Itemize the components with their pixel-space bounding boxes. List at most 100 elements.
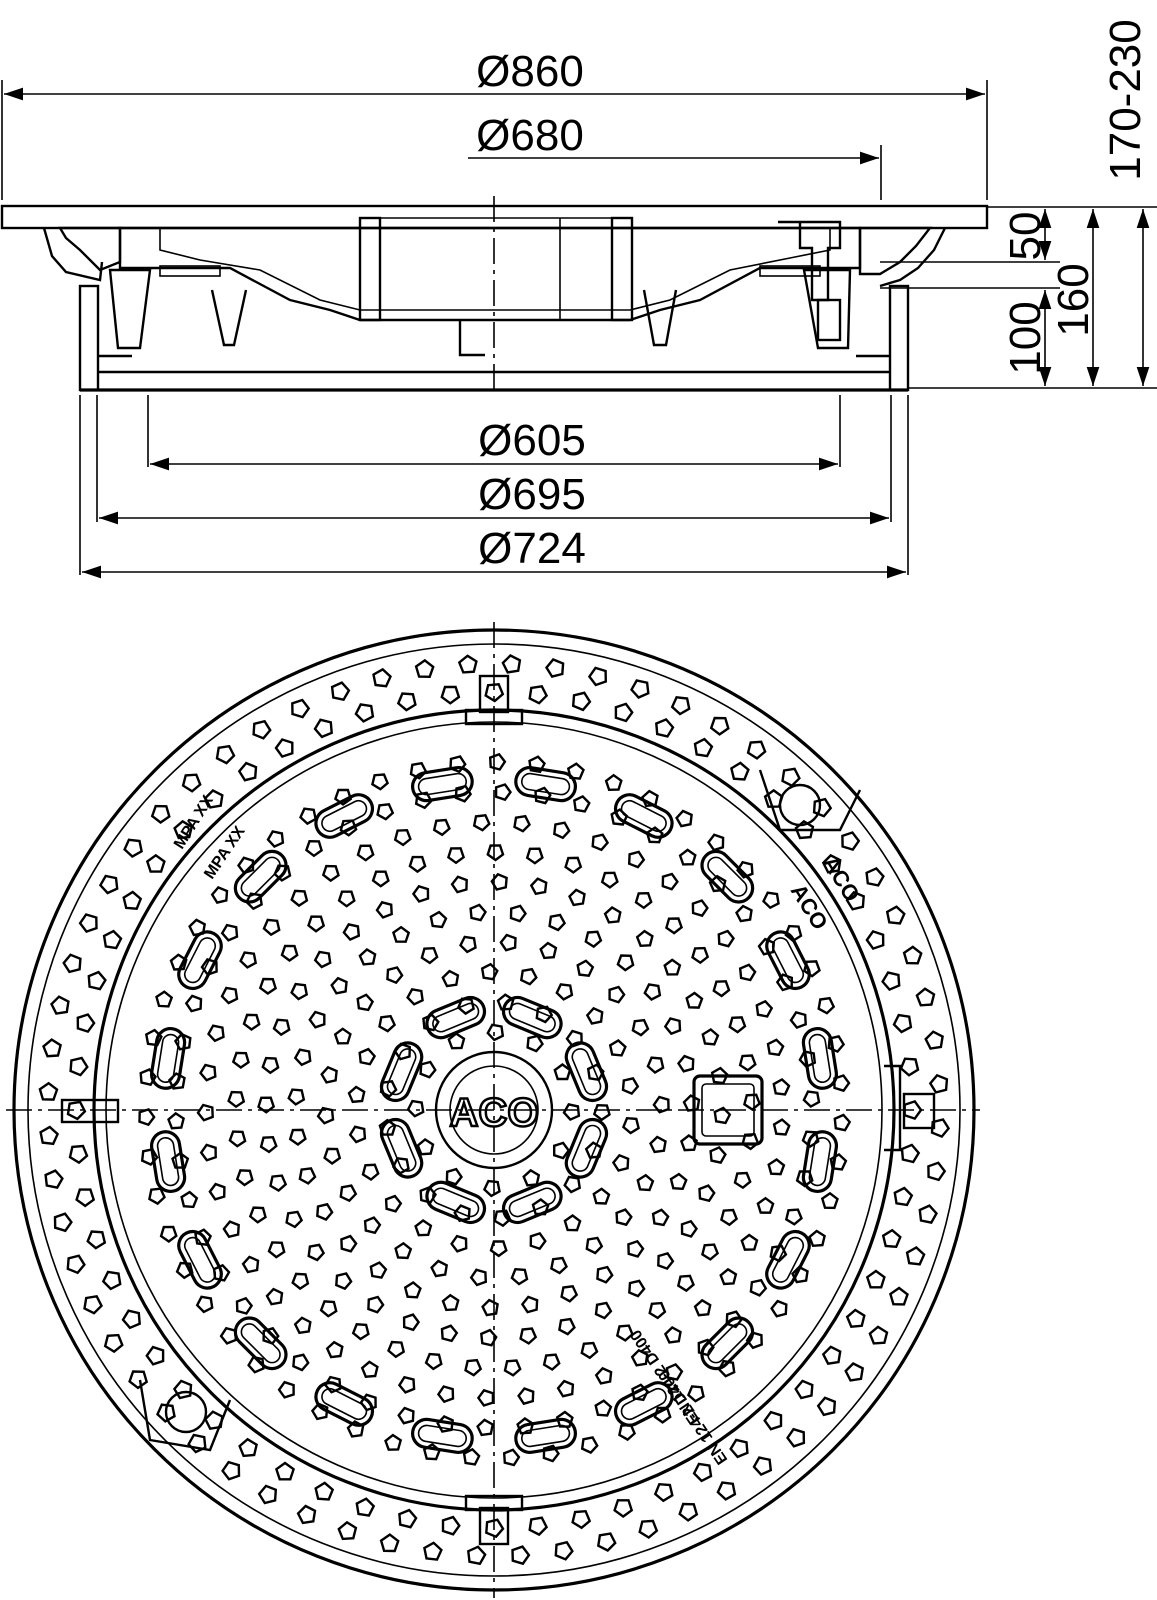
pattern-pentagon bbox=[440, 1324, 459, 1343]
pattern-pentagon bbox=[763, 1410, 783, 1431]
pattern-pentagon bbox=[614, 702, 634, 723]
pattern-pentagon bbox=[563, 1175, 582, 1194]
pattern-pentagon bbox=[762, 891, 780, 910]
pattern-pentagon bbox=[258, 977, 278, 995]
pattern-pentagon bbox=[631, 1018, 650, 1037]
pattern-pentagon bbox=[893, 1186, 914, 1207]
pattern-pentagon bbox=[194, 1228, 213, 1247]
pattern-pentagon bbox=[436, 1385, 455, 1404]
pattern-pentagon bbox=[691, 946, 710, 965]
pattern-pentagon bbox=[829, 1153, 848, 1171]
pattern-pentagon bbox=[698, 1184, 716, 1203]
pattern-pentagon bbox=[608, 1039, 627, 1057]
pattern-pentagon bbox=[257, 1484, 278, 1505]
pattern-pentagon bbox=[316, 1202, 334, 1221]
pattern-pentagon bbox=[616, 954, 635, 972]
pattern-pentagon bbox=[307, 1243, 326, 1262]
pattern-pentagon bbox=[237, 856, 255, 875]
pattern-pentagon bbox=[488, 752, 507, 771]
pattern-pentagon bbox=[180, 1190, 199, 1209]
vent-slot bbox=[613, 793, 674, 839]
pattern-pentagon bbox=[525, 847, 544, 865]
pattern-pentagon bbox=[424, 1352, 443, 1371]
pattern-pentagon bbox=[269, 1174, 288, 1192]
pattern-pentagon bbox=[918, 1204, 938, 1224]
dim-100: 100 bbox=[1001, 301, 1050, 374]
pattern-pentagon bbox=[653, 1406, 672, 1424]
pattern-pentagon bbox=[630, 1348, 649, 1367]
pattern-pentagon bbox=[397, 1406, 415, 1425]
pattern-pentagon bbox=[39, 1125, 60, 1146]
pattern-pentagon bbox=[195, 1295, 214, 1314]
pattern-pentagon bbox=[794, 819, 815, 840]
pattern-pentagon bbox=[408, 855, 427, 874]
dim-170-230: 170-230 bbox=[1101, 19, 1150, 180]
pattern-pentagon bbox=[692, 1462, 713, 1483]
pattern-pentagon bbox=[219, 1326, 238, 1345]
pattern-pentagon bbox=[156, 1403, 176, 1423]
pattern-pentagon bbox=[503, 1359, 522, 1377]
pattern-pentagon bbox=[693, 1298, 712, 1317]
pattern-pentagon bbox=[881, 971, 901, 992]
pattern-pentagon bbox=[592, 1103, 611, 1122]
pattern-pentagon bbox=[342, 923, 361, 941]
pattern-pentagon bbox=[464, 1358, 483, 1377]
vent-slot bbox=[233, 849, 288, 904]
ventilation-slots bbox=[149, 765, 839, 1455]
pattern-pentagon bbox=[307, 915, 326, 933]
pattern-pentagon bbox=[621, 1116, 640, 1135]
pattern-pentagon bbox=[199, 1143, 217, 1162]
pattern-pentagon bbox=[167, 1111, 185, 1130]
pattern-pentagon bbox=[646, 1056, 665, 1074]
pattern-pentagon bbox=[833, 1113, 852, 1132]
pattern-pentagon bbox=[267, 1241, 286, 1259]
pattern-pentagon bbox=[564, 856, 583, 874]
vent-slot bbox=[801, 1130, 839, 1194]
pattern-pentagon bbox=[355, 1497, 376, 1517]
pattern-pentagon bbox=[844, 1362, 865, 1382]
pattern-pentagon bbox=[486, 844, 505, 862]
pattern-pentagon bbox=[173, 819, 194, 840]
pattern-pentagon bbox=[510, 1267, 529, 1286]
pattern-pentagon bbox=[369, 1261, 388, 1279]
pattern-pentagon bbox=[663, 958, 682, 976]
pattern-pentagon bbox=[719, 1267, 738, 1286]
pattern-pentagon bbox=[238, 1437, 258, 1458]
pattern-pentagon bbox=[716, 1481, 737, 1501]
pattern-pentagon bbox=[499, 933, 517, 952]
pattern-pentagon bbox=[611, 1153, 630, 1172]
pattern-pentagon bbox=[665, 917, 684, 935]
pattern-pentagon bbox=[367, 1295, 385, 1314]
pattern-pentagon bbox=[740, 1233, 759, 1251]
pattern-pentagon bbox=[763, 788, 784, 808]
pattern-pentagon bbox=[621, 1077, 640, 1096]
pattern-pentagon bbox=[235, 1296, 254, 1315]
pattern-pentagon bbox=[145, 853, 166, 873]
vent-slot bbox=[149, 1026, 187, 1090]
pattern-pentagon bbox=[730, 761, 750, 781]
pattern-pentagon bbox=[450, 875, 468, 894]
pattern-pentagon bbox=[38, 1081, 59, 1101]
pattern-pentagon bbox=[720, 1208, 739, 1227]
pattern-pentagon bbox=[316, 1106, 335, 1125]
pattern-pentagon bbox=[360, 1360, 379, 1378]
pattern-pentagon bbox=[643, 983, 662, 1001]
pattern-pentagon bbox=[691, 899, 709, 918]
pattern-pentagon bbox=[585, 1236, 604, 1255]
pattern-pentagon bbox=[631, 1383, 649, 1402]
pattern-pentagon bbox=[140, 1147, 159, 1166]
pattern-pentagon bbox=[280, 944, 299, 962]
pattern-pentagon bbox=[102, 929, 123, 950]
pattern-pentagon bbox=[562, 1103, 581, 1122]
vent-slot bbox=[564, 1041, 609, 1103]
pattern-pentagon bbox=[558, 1317, 576, 1336]
vent-slot bbox=[149, 1130, 187, 1194]
pattern-pentagon bbox=[868, 1325, 889, 1345]
vent-slot bbox=[314, 793, 375, 839]
pattern-pentagon bbox=[653, 1482, 674, 1503]
vent-slot bbox=[514, 765, 578, 803]
pattern-pentagon bbox=[469, 1268, 488, 1287]
pattern-pentagon bbox=[199, 1063, 217, 1082]
frame-section bbox=[0, 196, 989, 396]
pattern-pentagon bbox=[712, 980, 731, 998]
